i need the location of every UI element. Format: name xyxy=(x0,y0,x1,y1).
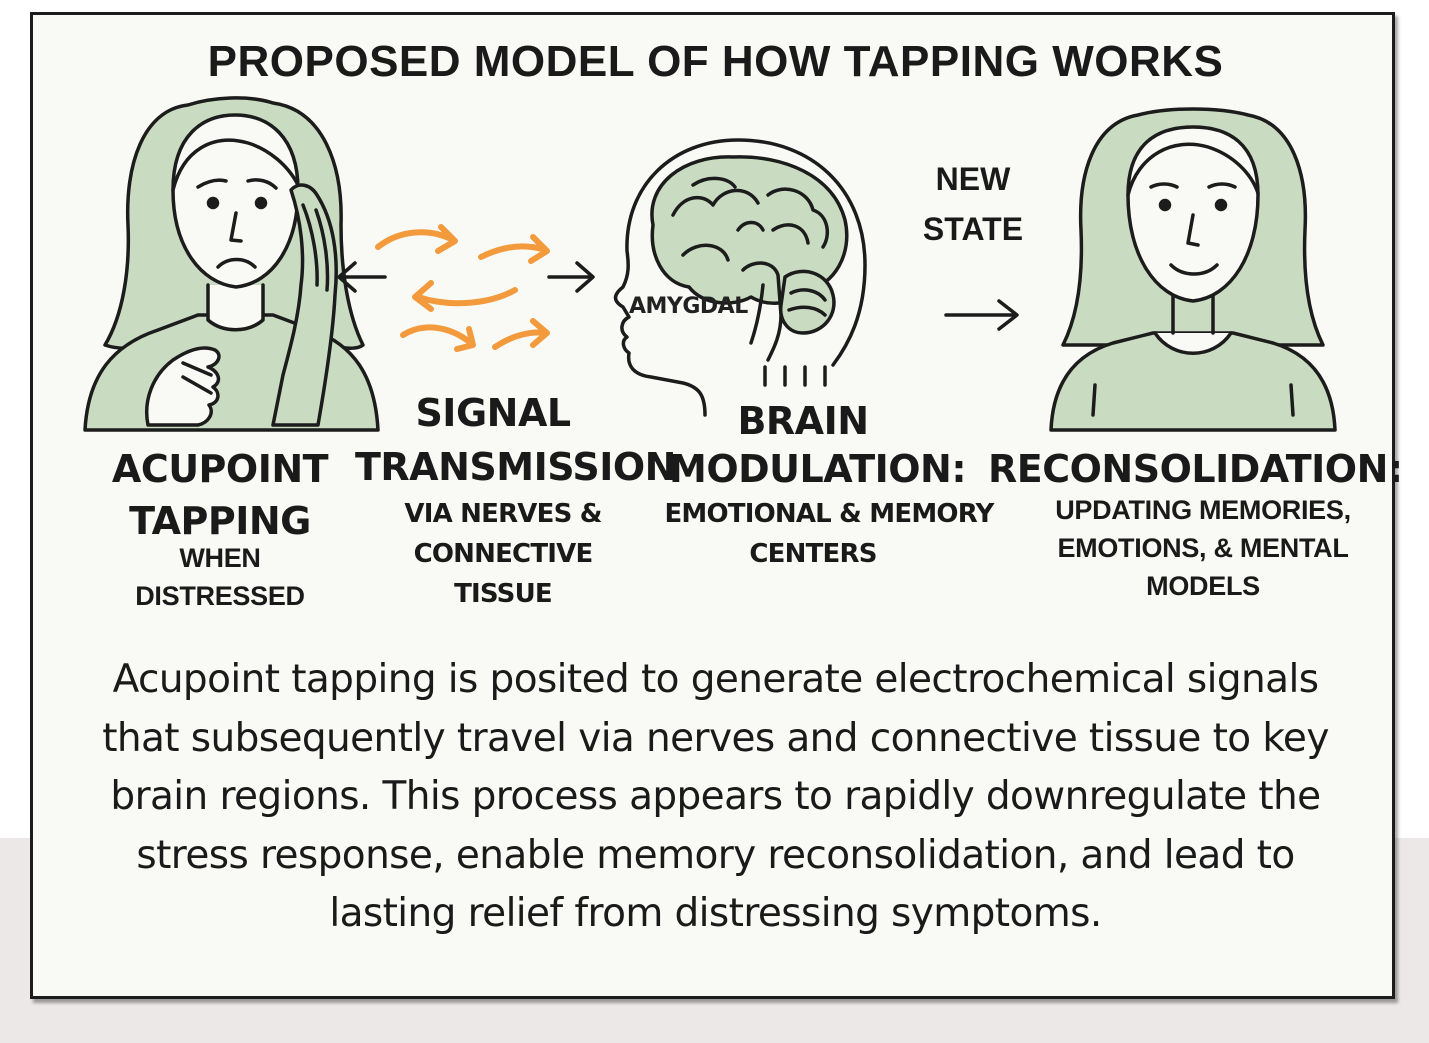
acupoint-heading-line2: TAPPING xyxy=(129,499,311,543)
page-title: PROPOSED MODEL OF HOW TAPPING WORKS xyxy=(207,37,1224,86)
reconsolidation-sub-line3: MODELS xyxy=(1146,571,1260,601)
reconsolidation-heading: RECONSOLIDATION: xyxy=(988,447,1403,491)
new-state-arrow-icon xyxy=(944,299,1019,331)
description-line: Acupoint tapping is posited to generate … xyxy=(112,657,1319,702)
description-line: that subsequently travel via nerves and … xyxy=(102,715,1329,761)
signal-sub-line1: VIA NERVES & xyxy=(404,499,602,529)
new-state-label-line1: NEW xyxy=(935,161,1011,197)
signal-sub-line2: CONNECTIVE xyxy=(413,539,594,569)
brain-heading-line2: MODULATION: xyxy=(669,447,967,491)
brain-sub-line1: EMOTIONAL & MEMORY xyxy=(664,499,994,529)
description-line: stress response, enable memory reconsoli… xyxy=(136,832,1295,878)
signal-heading-line1: SIGNAL xyxy=(415,391,571,435)
reconsolidation-sub-line1: UPDATING MEMORIES, xyxy=(1055,495,1351,525)
calm-person-icon xyxy=(1049,107,1337,432)
brain-head-icon xyxy=(613,138,867,417)
acupoint-sub-line2: DISTRESSED xyxy=(135,581,305,611)
description-paragraph: Acupoint tapping is posited to generate … xyxy=(33,651,1398,944)
new-state-label-line2: STATE xyxy=(922,211,1024,247)
distressed-person-icon xyxy=(83,96,380,432)
diagram-card: PROPOSED MODEL OF HOW TAPPING WORKS AMYG… xyxy=(30,12,1403,999)
brain-heading-line1: BRAIN xyxy=(737,399,869,443)
signal-sub-line3: TISSUE xyxy=(454,579,553,609)
signal-arrows-icon xyxy=(375,224,550,352)
acupoint-sub-line1: WHEN xyxy=(179,543,261,573)
description-line: lasting relief from distressing symptoms… xyxy=(329,891,1102,936)
brain-sub-line2: CENTERS xyxy=(749,539,877,569)
reconsolidation-sub-line2: EMOTIONS, & MENTAL xyxy=(1057,533,1349,563)
signal-heading-line2: TRANSMISSION xyxy=(355,445,677,489)
right-arrow-icon xyxy=(547,261,595,293)
description-line: brain regions. This process appears to r… xyxy=(110,774,1321,819)
left-arrow-icon xyxy=(337,261,387,293)
amygdala-label: AMYGDAL xyxy=(629,294,748,319)
acupoint-heading-line1: ACUPOINT xyxy=(111,447,329,491)
diagram-artwork xyxy=(83,96,1337,432)
